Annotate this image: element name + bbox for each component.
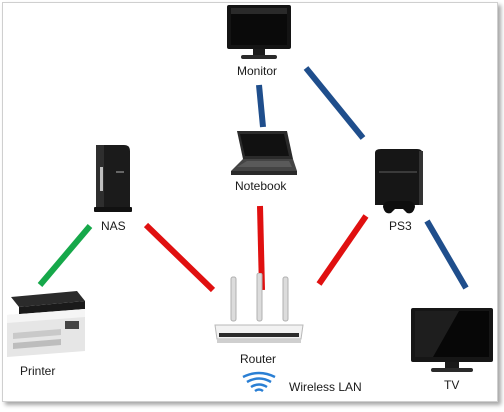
printer-label: Printer — [20, 364, 56, 378]
wifi-signal-icon — [242, 371, 276, 393]
laptop-icon — [231, 131, 297, 175]
monitor-label: Monitor — [237, 64, 278, 78]
link-ps3-tv — [424, 219, 469, 290]
wireless-lan-label: Wireless LAN — [289, 380, 362, 394]
monitor-icon — [227, 5, 291, 59]
link-nas-router — [143, 222, 216, 293]
link-nas-printer — [37, 224, 93, 287]
flat-tv-icon — [411, 308, 493, 372]
router-label: Router — [240, 352, 277, 366]
link-monitor-ps3 — [303, 66, 366, 140]
game-console-icon — [375, 149, 423, 214]
tv-label: TV — [444, 378, 460, 392]
router-icon — [214, 273, 304, 343]
notebook-label: Notebook — [235, 179, 287, 193]
link-ps3-router — [316, 214, 369, 286]
network-diagram: Monitor Notebook NAS PS3 Printer — [2, 2, 498, 402]
nas-label: NAS — [101, 219, 126, 233]
printer-icon — [7, 291, 85, 357]
ps3-label: PS3 — [389, 219, 412, 233]
nas-drive-icon — [94, 145, 132, 212]
link-monitor-notebook — [256, 84, 266, 128]
connection-lines — [37, 66, 469, 293]
